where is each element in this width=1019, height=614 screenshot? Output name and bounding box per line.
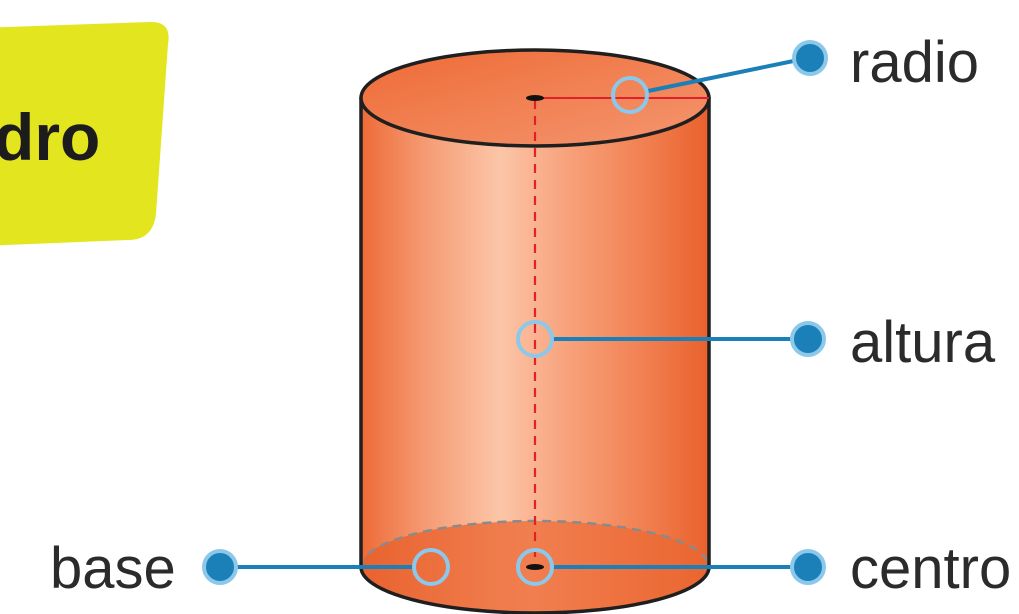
centro-dot <box>790 549 826 585</box>
base-front-edge <box>359 566 711 614</box>
callout-altura: altura <box>516 310 996 375</box>
radio-label: radio <box>850 30 979 95</box>
radio-dot <box>792 40 828 76</box>
cylinder <box>359 48 711 614</box>
base-marker-ring <box>412 548 450 586</box>
base-label: base <box>50 536 176 601</box>
callout-centro: centro <box>516 536 1011 601</box>
centro-label: centro <box>850 536 1011 601</box>
altura-dot <box>790 321 826 357</box>
callout-base: base <box>50 536 450 601</box>
altura-label: altura <box>850 310 996 375</box>
title-badge: dro <box>0 21 169 246</box>
radio-leader-line <box>647 56 809 93</box>
title-badge-text: dro <box>0 100 100 174</box>
title-badge-background <box>0 21 169 246</box>
centro-marker-ring <box>516 548 554 586</box>
base-dot <box>202 549 238 585</box>
radio-marker-ring <box>611 76 649 114</box>
altura-marker-ring <box>516 320 554 358</box>
base-center-point <box>526 564 544 570</box>
top-center-point <box>526 95 544 101</box>
callout-radio: radio <box>611 30 979 114</box>
